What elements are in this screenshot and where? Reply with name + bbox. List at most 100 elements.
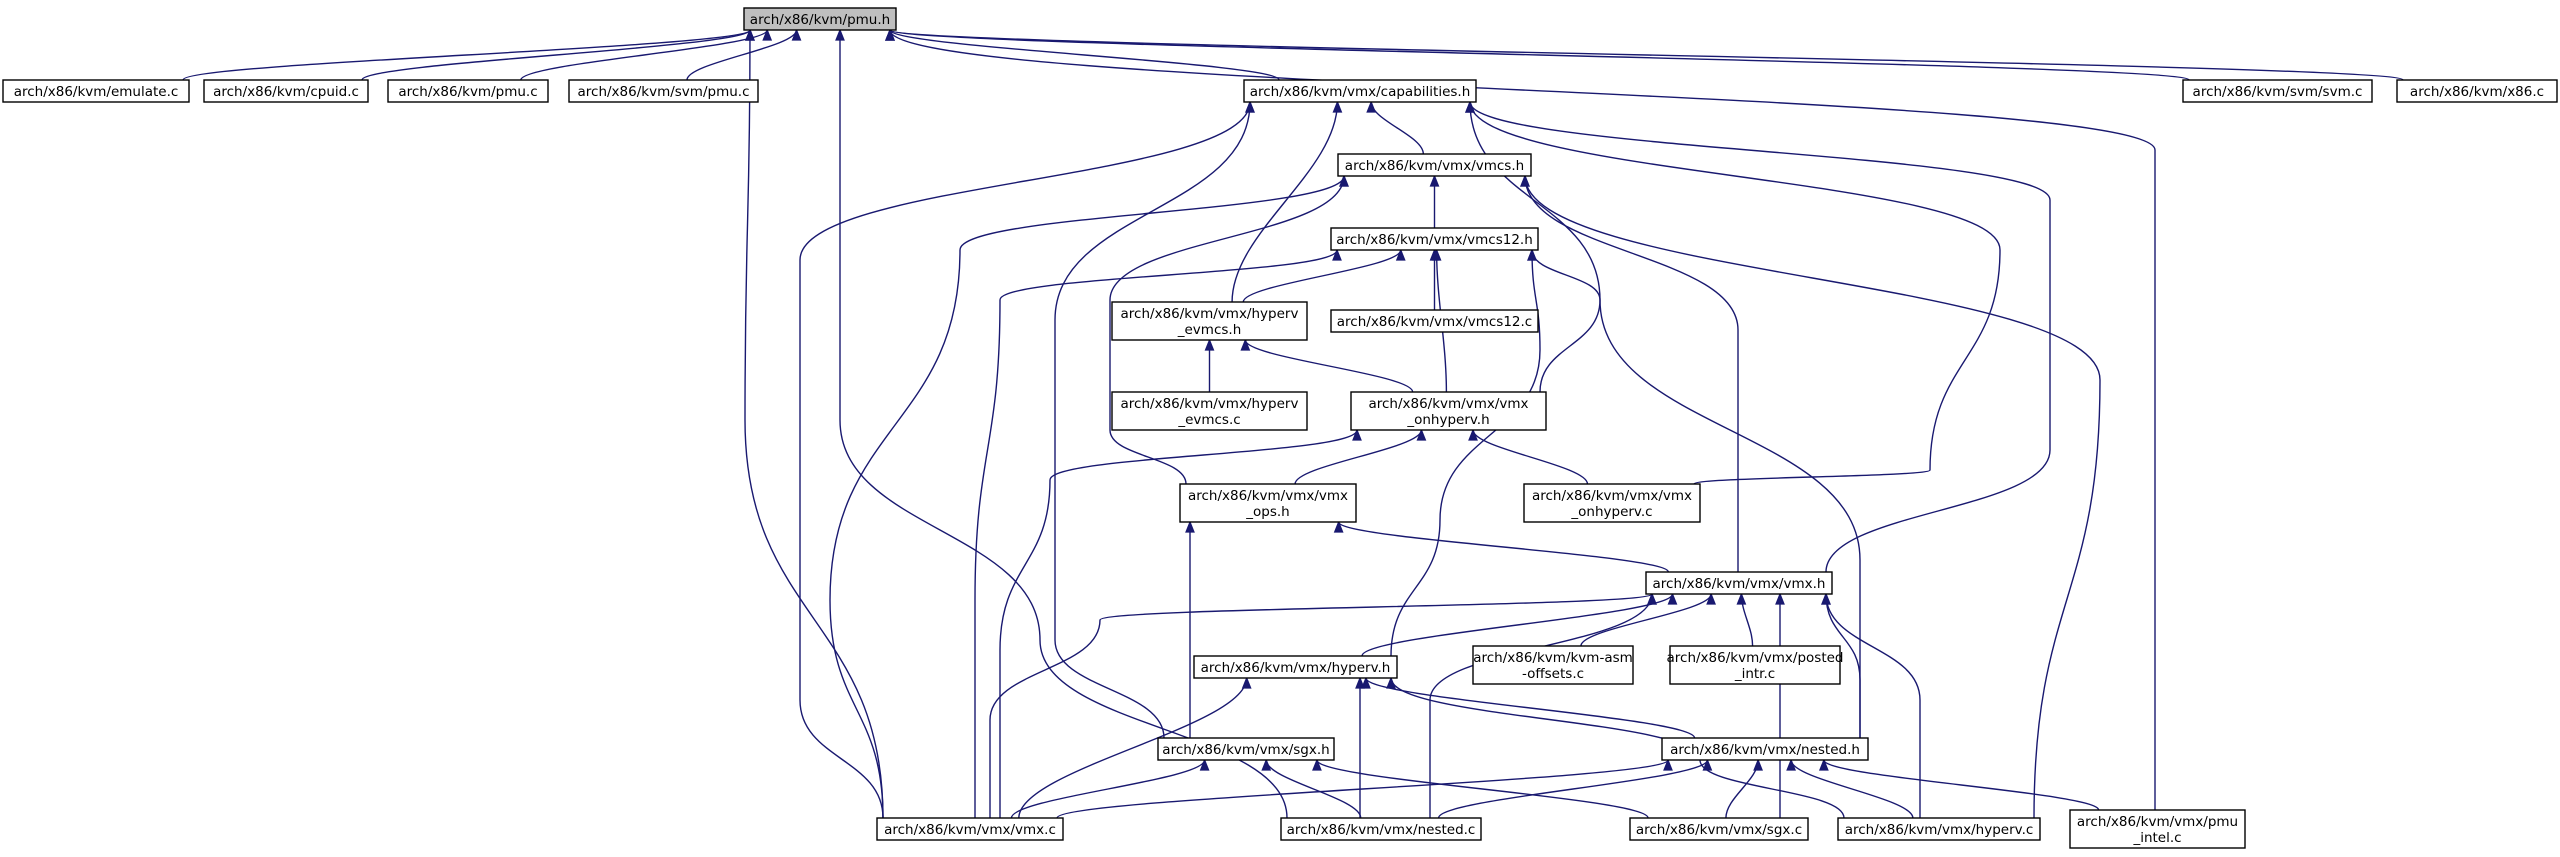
node-label: arch/x86/kvm/vmx/vmx (1368, 396, 1528, 412)
edge-arrowhead (1352, 428, 1362, 441)
edge-pmu-x86 (885, 28, 2404, 81)
edge-sgxh-vmxc (1010, 758, 1210, 819)
node-label: _evmcs.c (1177, 412, 1240, 428)
edge-hyperh-vmxc (1018, 676, 1252, 819)
node-hyperh[interactable]: arch/x86/kvm/vmx/hyperv.h (1193, 655, 1398, 679)
node-box (1243, 79, 1477, 103)
node-box (1111, 391, 1308, 431)
node-pmu[interactable]: arch/x86/kvm/pmu.h (743, 7, 897, 31)
edge-opsh-sgxh (1185, 520, 1195, 738)
edge-pmu-pmuc (520, 28, 773, 81)
node-vmcs12h[interactable]: arch/x86/kvm/vmx/vmcs12.h (1330, 227, 1539, 251)
edge-hevmcsh-hevmcsc (1204, 338, 1215, 392)
edge-vmcs-hyperc (1520, 174, 2101, 819)
edge-caps-hevmcsh (1231, 100, 1343, 303)
node-hyperc[interactable]: arch/x86/kvm/vmx/hyperv.c (1837, 817, 2041, 841)
edge-arrowhead (1753, 758, 1763, 771)
node-label: arch/x86/kvm/kvm-asm (1473, 650, 1633, 666)
node-label: arch/x86/kvm/vmx/hyperv.c (1845, 822, 2034, 838)
node-box (1111, 301, 1308, 341)
edge-arrowhead (1520, 174, 1530, 187)
edge-nestedh-pmuintel (1818, 758, 2100, 811)
node-emulate[interactable]: arch/x86/kvm/emulate.c (2, 79, 190, 103)
node-label: arch/x86/kvm/cpuid.c (213, 84, 359, 100)
edge-arrowhead (1240, 338, 1251, 351)
node-label: _ops.h (1245, 504, 1289, 520)
node-box (1280, 817, 1482, 841)
edge-vmcs12h-hevmcsh (1242, 248, 1406, 303)
node-vmxh[interactable]: arch/x86/kvm/vmx/vmx.h (1645, 571, 1833, 595)
node-opsh[interactable]: arch/x86/kvm/vmx/vmx_ops.h (1179, 483, 1357, 523)
node-label: _intr.c (1734, 666, 1775, 682)
node-label: arch/x86/kvm/x86.c (2410, 84, 2544, 100)
node-label: arch/x86/kvm/vmx/hyperv (1121, 396, 1299, 412)
edge-arrowhead (1663, 758, 1673, 771)
edge-vmxh-hyperc (1821, 592, 1921, 818)
edge-vmcs-vmxc (829, 174, 1349, 819)
edge-arrowhead (1245, 100, 1255, 113)
node-sgxc[interactable]: arch/x86/kvm/vmx/sgx.c (1629, 817, 1809, 841)
edge-arrowhead (762, 28, 773, 41)
node-onhypc[interactable]: arch/x86/kvm/vmx/vmx_onhyperv.c (1523, 483, 1701, 523)
edge-vmcs-vmcs12h (1429, 174, 1440, 228)
node-box (876, 817, 1064, 841)
node-x86[interactable]: arch/x86/kvm/x86.c (2396, 79, 2558, 103)
node-label: arch/x86/kvm/vmx/pmu (2077, 814, 2238, 830)
edge-hevmcsh-onhyph (1240, 338, 1414, 393)
node-label: arch/x86/kvm/svm/pmu.c (578, 84, 750, 100)
node-box (568, 79, 759, 103)
node-vmcs12c[interactable]: arch/x86/kvm/vmx/vmcs12.c (1330, 309, 1539, 333)
node-pmuc[interactable]: arch/x86/kvm/pmu.c (387, 79, 549, 103)
edge-opsh-vmxh (1333, 520, 1670, 573)
edge-pmu-caps (885, 28, 1280, 81)
edge-arrowhead (1333, 520, 1344, 533)
node-label: arch/x86/kvm/vmx/hyperv (1121, 306, 1299, 322)
edge-arrowhead (1386, 676, 1396, 689)
edge-pmu-nestedc (835, 28, 1288, 819)
edge-pmu-cpuid (361, 28, 755, 81)
edge-arrowhead (791, 28, 802, 41)
node-svmpmu[interactable]: arch/x86/kvm/svm/pmu.c (568, 79, 759, 103)
node-box (203, 79, 369, 103)
node-cpuid[interactable]: arch/x86/kvm/cpuid.c (203, 79, 369, 103)
node-label: _onhyperv.h (1406, 412, 1489, 428)
edge-arrowhead (1361, 676, 1371, 689)
node-box (1645, 571, 1833, 595)
edge-arrowhead (885, 28, 895, 41)
edge-arrowhead (835, 28, 845, 41)
edge-arrowhead (1775, 592, 1785, 605)
node-label: arch/x86/kvm/vmx/posted (1667, 650, 1844, 666)
edge-vmxh-hyperh (1361, 592, 1678, 657)
node-asmoff[interactable]: arch/x86/kvm/kvm-asm-offsets.c (1472, 645, 1634, 685)
node-vmcs[interactable]: arch/x86/kvm/vmx/vmcs.h (1337, 153, 1532, 177)
node-box (1330, 309, 1539, 333)
node-sgxh[interactable]: arch/x86/kvm/vmx/sgx.h (1157, 737, 1335, 761)
node-posted[interactable]: arch/x86/kvm/vmx/posted_intr.c (1667, 645, 1844, 685)
node-svm[interactable]: arch/x86/kvm/svm/svm.c (2182, 79, 2373, 103)
node-pmuintel[interactable]: arch/x86/kvm/vmx/pmu_intel.c (2069, 809, 2246, 849)
node-box (1669, 645, 1841, 685)
node-box (1472, 645, 1634, 685)
node-label: arch/x86/kvm/vmx/hyperv.h (1201, 660, 1391, 676)
edge-vmcs12h-vmxc (974, 248, 1342, 818)
edge-vmxh-nestedc (1429, 592, 1657, 818)
edge-arrowhead (1667, 592, 1678, 605)
edge-sgxh-sgxc (1312, 758, 1649, 819)
edge-caps-vmcs (1366, 100, 1425, 155)
node-hevmcsh[interactable]: arch/x86/kvm/vmx/hyperv_evmcs.h (1111, 301, 1308, 341)
edge-arrowhead (1366, 100, 1377, 113)
node-box (1157, 737, 1335, 761)
node-label: arch/x86/kvm/pmu.c (398, 84, 537, 100)
edge-arrowhead (1416, 428, 1427, 441)
edge-arrowhead (1395, 248, 1406, 261)
edge-vmxh-vmxc (989, 592, 1657, 818)
node-nestedc[interactable]: arch/x86/kvm/vmx/nested.c (1280, 817, 1482, 841)
node-hevmcsc[interactable]: arch/x86/kvm/vmx/hyperv_evmcs.c (1111, 391, 1308, 431)
node-label: arch/x86/kvm/svm/svm.c (2193, 84, 2363, 100)
node-caps[interactable]: arch/x86/kvm/vmx/capabilities.h (1243, 79, 1477, 103)
edge-arrowhead (1332, 248, 1342, 261)
node-onhyph[interactable]: arch/x86/kvm/vmx/vmx_onhyperv.h (1350, 391, 1547, 431)
node-vmxc[interactable]: arch/x86/kvm/vmx/vmx.c (876, 817, 1064, 841)
node-nestedh[interactable]: arch/x86/kvm/vmx/nested.h (1661, 737, 1869, 761)
edge-arrowhead (1527, 248, 1537, 261)
